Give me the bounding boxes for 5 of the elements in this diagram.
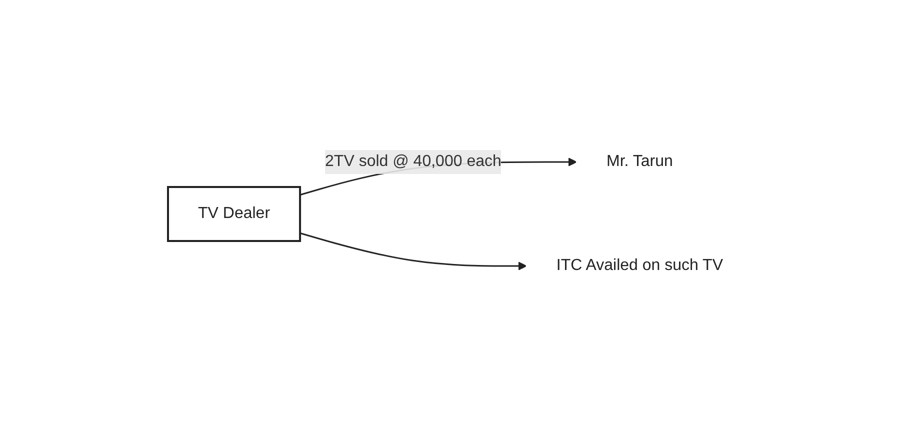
node-text: Mr. Tarun (606, 152, 673, 170)
edge-label: 2TV sold @ 40,000 each (325, 152, 502, 170)
node-text: ITC Availed on such TV (556, 256, 723, 274)
node-box: TV Dealer (167, 186, 302, 242)
arrow (300, 232, 527, 270)
